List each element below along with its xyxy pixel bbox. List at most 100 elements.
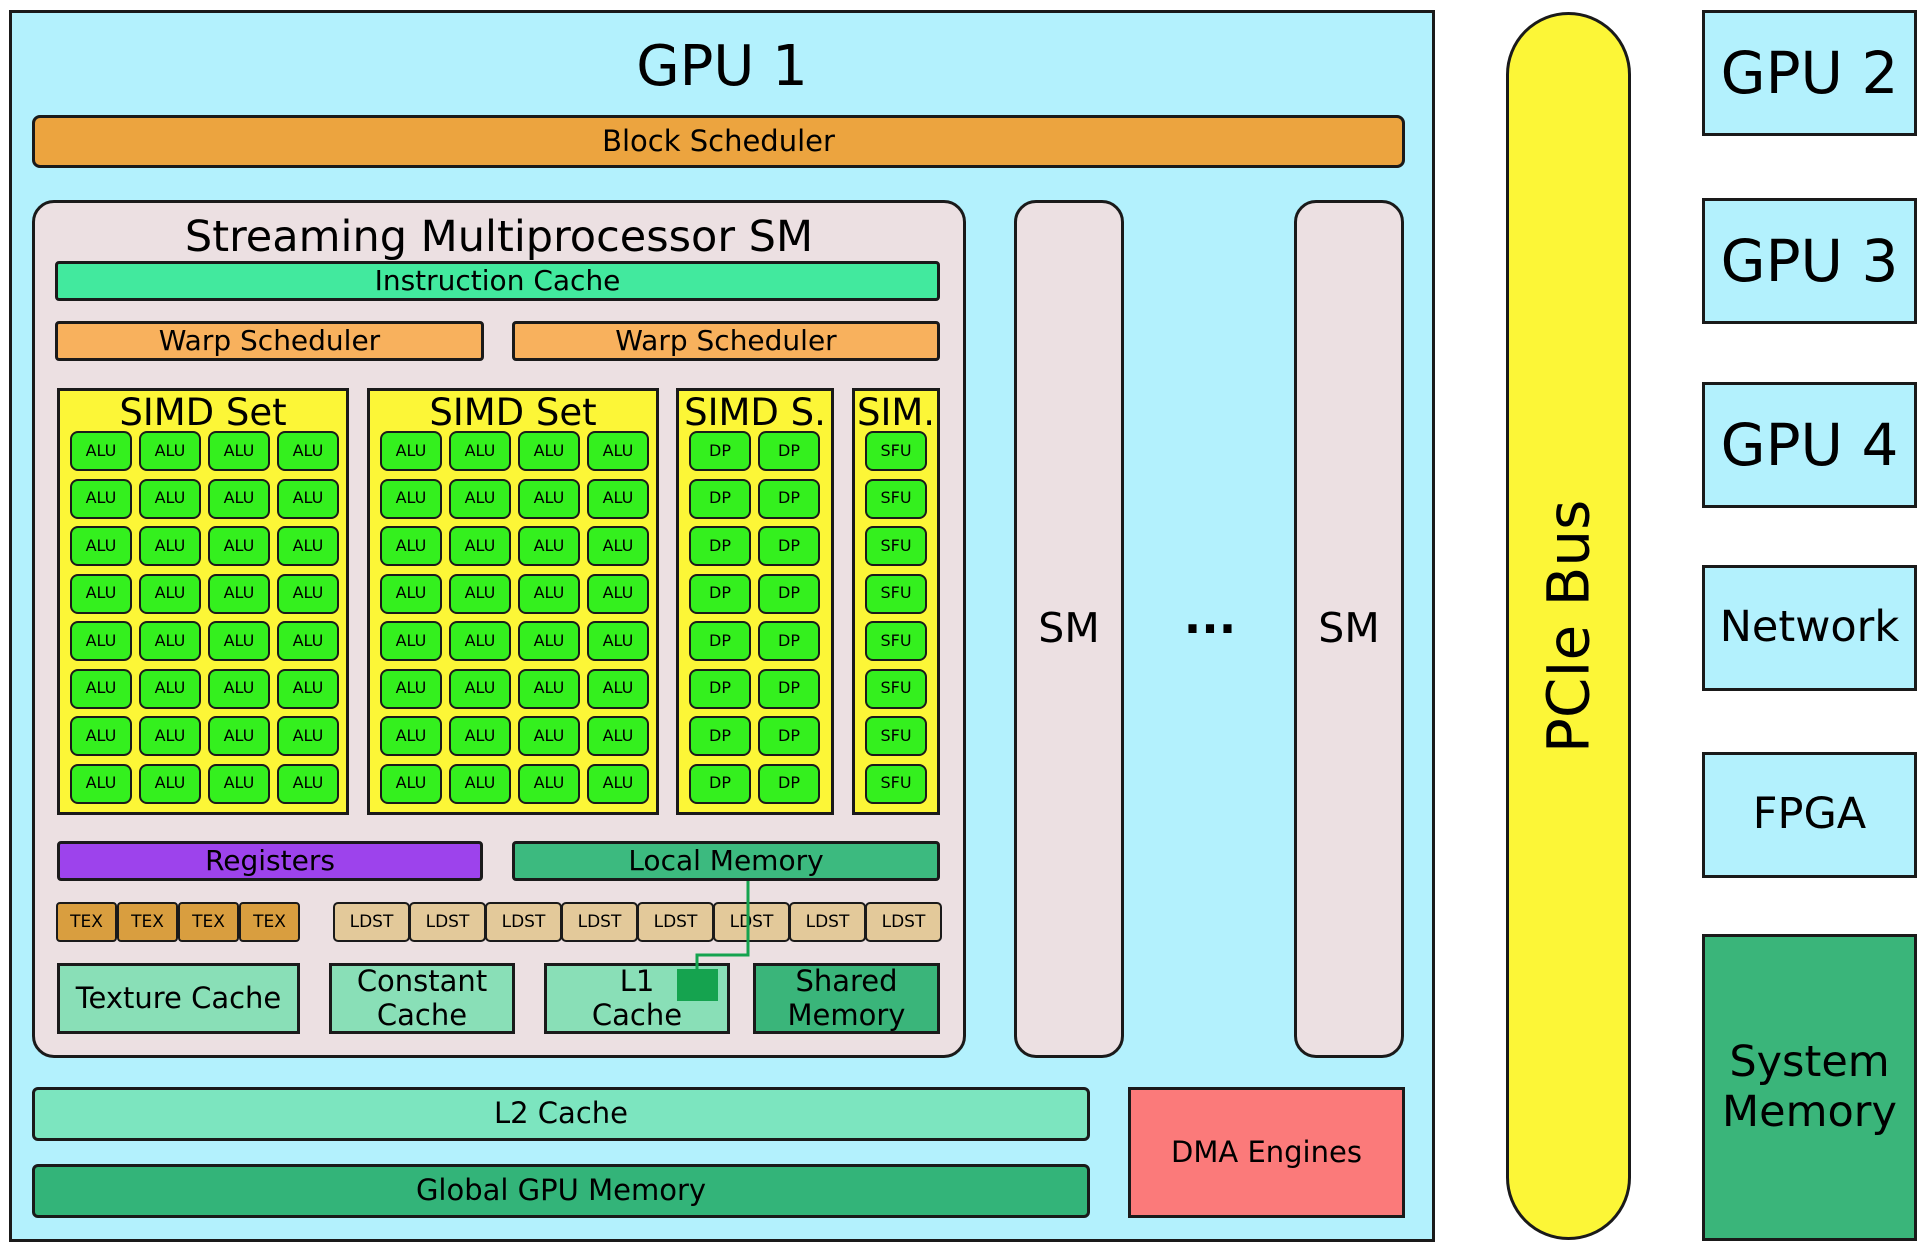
tex-unit: TEX: [56, 902, 117, 942]
system-memory-label: System Memory: [1722, 1037, 1897, 1137]
alu-unit: ALU: [449, 621, 511, 661]
alu-unit: ALU: [380, 478, 442, 519]
sm-label: SM: [1038, 604, 1100, 653]
tex-unit: TEX: [117, 902, 178, 942]
block-scheduler: Block Scheduler: [32, 115, 1405, 168]
ldst-unit: LDST: [333, 902, 410, 942]
dp-unit: DP: [758, 478, 820, 519]
device-gpu-2: GPU 2: [1702, 10, 1917, 136]
shared-memory-label: Shared Memory: [787, 964, 906, 1032]
device-label: Network: [1719, 602, 1900, 653]
alu-unit: ALU: [380, 431, 442, 471]
alu-unit: ALU: [70, 478, 132, 519]
dp-unit: DP: [689, 621, 751, 661]
pcie-bus: PCIe Bus: [1506, 12, 1631, 1240]
dp-unit: DP: [689, 668, 751, 709]
dp-unit: DP: [758, 526, 820, 566]
texture-cache-label: Texture Cache: [75, 980, 282, 1015]
dp-unit: DP: [689, 573, 751, 614]
dp-unit: DP: [758, 716, 820, 756]
alu-unit: ALU: [70, 716, 132, 756]
shared-memory: Shared Memory: [753, 963, 940, 1034]
alu-unit: ALU: [139, 431, 201, 471]
registers: Registers: [57, 841, 483, 881]
alu-unit: ALU: [449, 763, 511, 804]
alu-unit: ALU: [277, 526, 339, 566]
dp-unit: DP: [758, 763, 820, 804]
texture-cache: Texture Cache: [57, 963, 300, 1034]
l2-cache-label: L2 Cache: [493, 1096, 628, 1131]
sm-label: SM: [1318, 604, 1380, 653]
local-memory-label: Local Memory: [628, 843, 824, 877]
alu-unit: ALU: [449, 716, 511, 756]
alu-unit: ALU: [208, 763, 270, 804]
simd-set-title: SIMD S.: [684, 392, 826, 434]
alu-unit: ALU: [70, 668, 132, 709]
alu-unit: ALU: [277, 621, 339, 661]
alu-unit: ALU: [208, 573, 270, 614]
dma-engines-label: DMA Engines: [1171, 1134, 1362, 1169]
alu-unit: ALU: [380, 621, 442, 661]
alu-unit: ALU: [518, 621, 580, 661]
alu-unit: ALU: [70, 573, 132, 614]
warp-scheduler-1: Warp Scheduler: [55, 321, 484, 361]
l1-cache-label: L1 Cache: [591, 964, 683, 1032]
alu-unit: ALU: [587, 573, 649, 614]
alu-unit: ALU: [518, 431, 580, 471]
alu-unit: ALU: [208, 526, 270, 566]
device-label: GPU 4: [1720, 410, 1899, 479]
sfu-unit: SFU: [865, 716, 927, 756]
alu-unit: ALU: [208, 478, 270, 519]
constant-cache: Constant Cache: [329, 963, 515, 1034]
warp-scheduler-label: Warp Scheduler: [615, 323, 837, 357]
sm-2: SM: [1014, 200, 1124, 1058]
alu-unit: ALU: [518, 763, 580, 804]
alu-unit: ALU: [208, 716, 270, 756]
dp-unit: DP: [689, 763, 751, 804]
sfu-unit: SFU: [865, 478, 927, 519]
sfu-unit: SFU: [865, 763, 927, 804]
alu-unit: ALU: [208, 621, 270, 661]
alu-unit: ALU: [277, 716, 339, 756]
ldst-unit: LDST: [485, 902, 562, 942]
alu-unit: ALU: [277, 668, 339, 709]
alu-unit: ALU: [380, 573, 442, 614]
sfu-unit: SFU: [865, 621, 927, 661]
alu-unit: ALU: [139, 763, 201, 804]
sfu-unit: SFU: [865, 431, 927, 471]
alu-unit: ALU: [380, 526, 442, 566]
alu-unit: ALU: [587, 431, 649, 471]
dp-unit: DP: [758, 573, 820, 614]
device-label: FPGA: [1752, 789, 1867, 840]
alu-unit: ALU: [587, 668, 649, 709]
dp-unit: DP: [758, 431, 820, 471]
ldst-unit: LDST: [409, 902, 486, 942]
alu-unit: ALU: [449, 668, 511, 709]
device-label: GPU 3: [1720, 226, 1899, 295]
block-scheduler-label: Block Scheduler: [602, 123, 835, 158]
alu-unit: ALU: [449, 431, 511, 471]
alu-unit: ALU: [139, 573, 201, 614]
alu-unit: ALU: [587, 478, 649, 519]
alu-unit: ALU: [208, 668, 270, 709]
simd-set-title: SIM.: [856, 392, 936, 434]
alu-unit: ALU: [587, 763, 649, 804]
device-gpu-3: GPU 3: [1702, 198, 1917, 324]
sm-n: SM: [1294, 200, 1404, 1058]
sm-ellipsis: ...: [1183, 590, 1237, 644]
alu-unit: ALU: [518, 573, 580, 614]
alu-unit: ALU: [518, 526, 580, 566]
alu-unit: ALU: [208, 431, 270, 471]
alu-unit: ALU: [139, 668, 201, 709]
ldst-unit: LDST: [865, 902, 942, 942]
alu-unit: ALU: [518, 478, 580, 519]
alu-unit: ALU: [277, 478, 339, 519]
simd-set-title: SIMD Set: [119, 392, 287, 434]
alu-unit: ALU: [70, 621, 132, 661]
alu-unit: ALU: [139, 526, 201, 566]
constant-cache-label: Constant Cache: [356, 964, 488, 1032]
alu-unit: ALU: [380, 716, 442, 756]
gpu1-title: GPU 1: [636, 34, 808, 99]
